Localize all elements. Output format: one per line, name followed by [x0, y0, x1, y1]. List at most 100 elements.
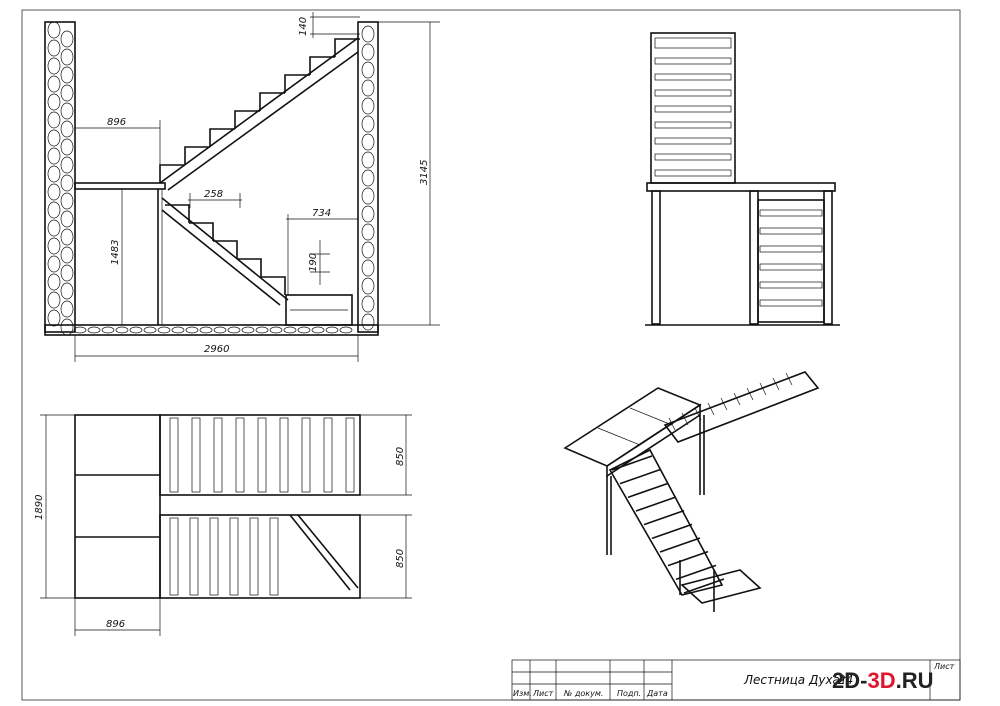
tread	[345, 417, 355, 493]
front-elevation-view	[645, 32, 840, 326]
stone	[185, 326, 199, 334]
lower-flight-frame	[757, 199, 825, 323]
stone	[47, 309, 61, 327]
drawing-title-suffix: 24	[838, 673, 853, 687]
dim-flight-width-upper: 850	[395, 447, 406, 466]
stone	[361, 295, 375, 313]
stone	[60, 156, 74, 174]
stone	[361, 25, 375, 43]
tb-col-sheet: Лист	[532, 689, 554, 698]
step	[284, 74, 310, 93]
step	[237, 258, 262, 277]
front-mid-post	[749, 190, 759, 325]
stone	[361, 223, 375, 241]
step	[654, 153, 732, 161]
stone	[60, 30, 74, 48]
stone	[101, 326, 115, 334]
upper-stringer-b	[167, 51, 359, 191]
bottom-step-box	[285, 294, 353, 326]
stone	[361, 259, 375, 277]
step	[309, 56, 335, 75]
stone	[171, 326, 185, 334]
stone	[311, 326, 325, 334]
plan-landing	[74, 414, 161, 599]
lower-stringer-b	[161, 209, 281, 306]
stone	[60, 102, 74, 120]
dim-plan-width: 1890	[34, 495, 45, 520]
stone	[60, 66, 74, 84]
step	[759, 299, 823, 307]
isometric-view	[563, 371, 820, 612]
dim-step-depth: 258	[204, 189, 223, 200]
stone	[47, 147, 61, 165]
step	[759, 245, 823, 253]
stone	[47, 183, 61, 201]
side-elevation-view: 140 896 3145 258 734 1483 190 2960	[44, 12, 440, 362]
stone	[47, 57, 61, 75]
tb-col-change: Изм.	[513, 689, 532, 698]
dim-total-height: 3145	[419, 160, 430, 185]
svg-text:2D-3D.RU: 2D-3D.RU	[832, 668, 933, 693]
step	[654, 137, 732, 145]
stone	[60, 228, 74, 246]
stone	[157, 326, 171, 334]
step	[189, 222, 214, 241]
dim-top-gap: 140	[298, 17, 309, 36]
dim-lower-run: 734	[312, 208, 331, 219]
front-landing-beam	[646, 182, 836, 192]
plan-lower-flight	[159, 514, 361, 599]
stone	[241, 326, 255, 334]
drawing-title: Лестница Духат	[743, 673, 848, 687]
left-stone-wall	[44, 21, 76, 333]
stone	[60, 264, 74, 282]
step	[667, 550, 709, 567]
step	[165, 204, 190, 223]
stone-texture	[47, 21, 375, 336]
stone	[60, 246, 74, 264]
stone	[60, 174, 74, 192]
step	[261, 276, 286, 295]
step	[209, 128, 235, 147]
landing-beam	[74, 182, 166, 190]
stone	[361, 151, 375, 169]
stone	[60, 282, 74, 300]
dim-landing-width: 896	[107, 117, 126, 128]
stone	[361, 169, 375, 187]
dim-riser: 190	[308, 253, 319, 272]
stone	[361, 205, 375, 223]
stone	[47, 75, 61, 93]
iso-lower-steps	[611, 455, 725, 594]
tread	[189, 517, 199, 596]
tread	[169, 417, 179, 493]
tread	[269, 517, 279, 596]
front-left-post	[651, 190, 661, 325]
stone	[227, 326, 241, 334]
tread	[249, 517, 259, 596]
stone	[361, 241, 375, 259]
stone	[47, 237, 61, 255]
step	[772, 377, 780, 391]
stone	[283, 326, 297, 334]
watermark-logo: 2D-3D.RU	[832, 668, 933, 693]
front-view-steps	[654, 57, 732, 177]
step	[234, 110, 260, 129]
step	[611, 455, 653, 471]
stone	[361, 79, 375, 97]
step	[759, 209, 823, 217]
stone	[60, 84, 74, 102]
stone	[129, 326, 143, 334]
step	[654, 57, 732, 65]
tread	[323, 417, 333, 493]
sheet-frame	[21, 9, 961, 701]
tread	[169, 517, 179, 596]
step	[651, 523, 693, 540]
stone	[361, 187, 375, 205]
stone	[60, 138, 74, 156]
step	[759, 263, 823, 271]
plan-view: 1890 850 850 896	[34, 414, 412, 636]
stone	[73, 326, 87, 334]
tread	[257, 417, 267, 493]
stone	[47, 111, 61, 129]
step	[654, 169, 732, 177]
